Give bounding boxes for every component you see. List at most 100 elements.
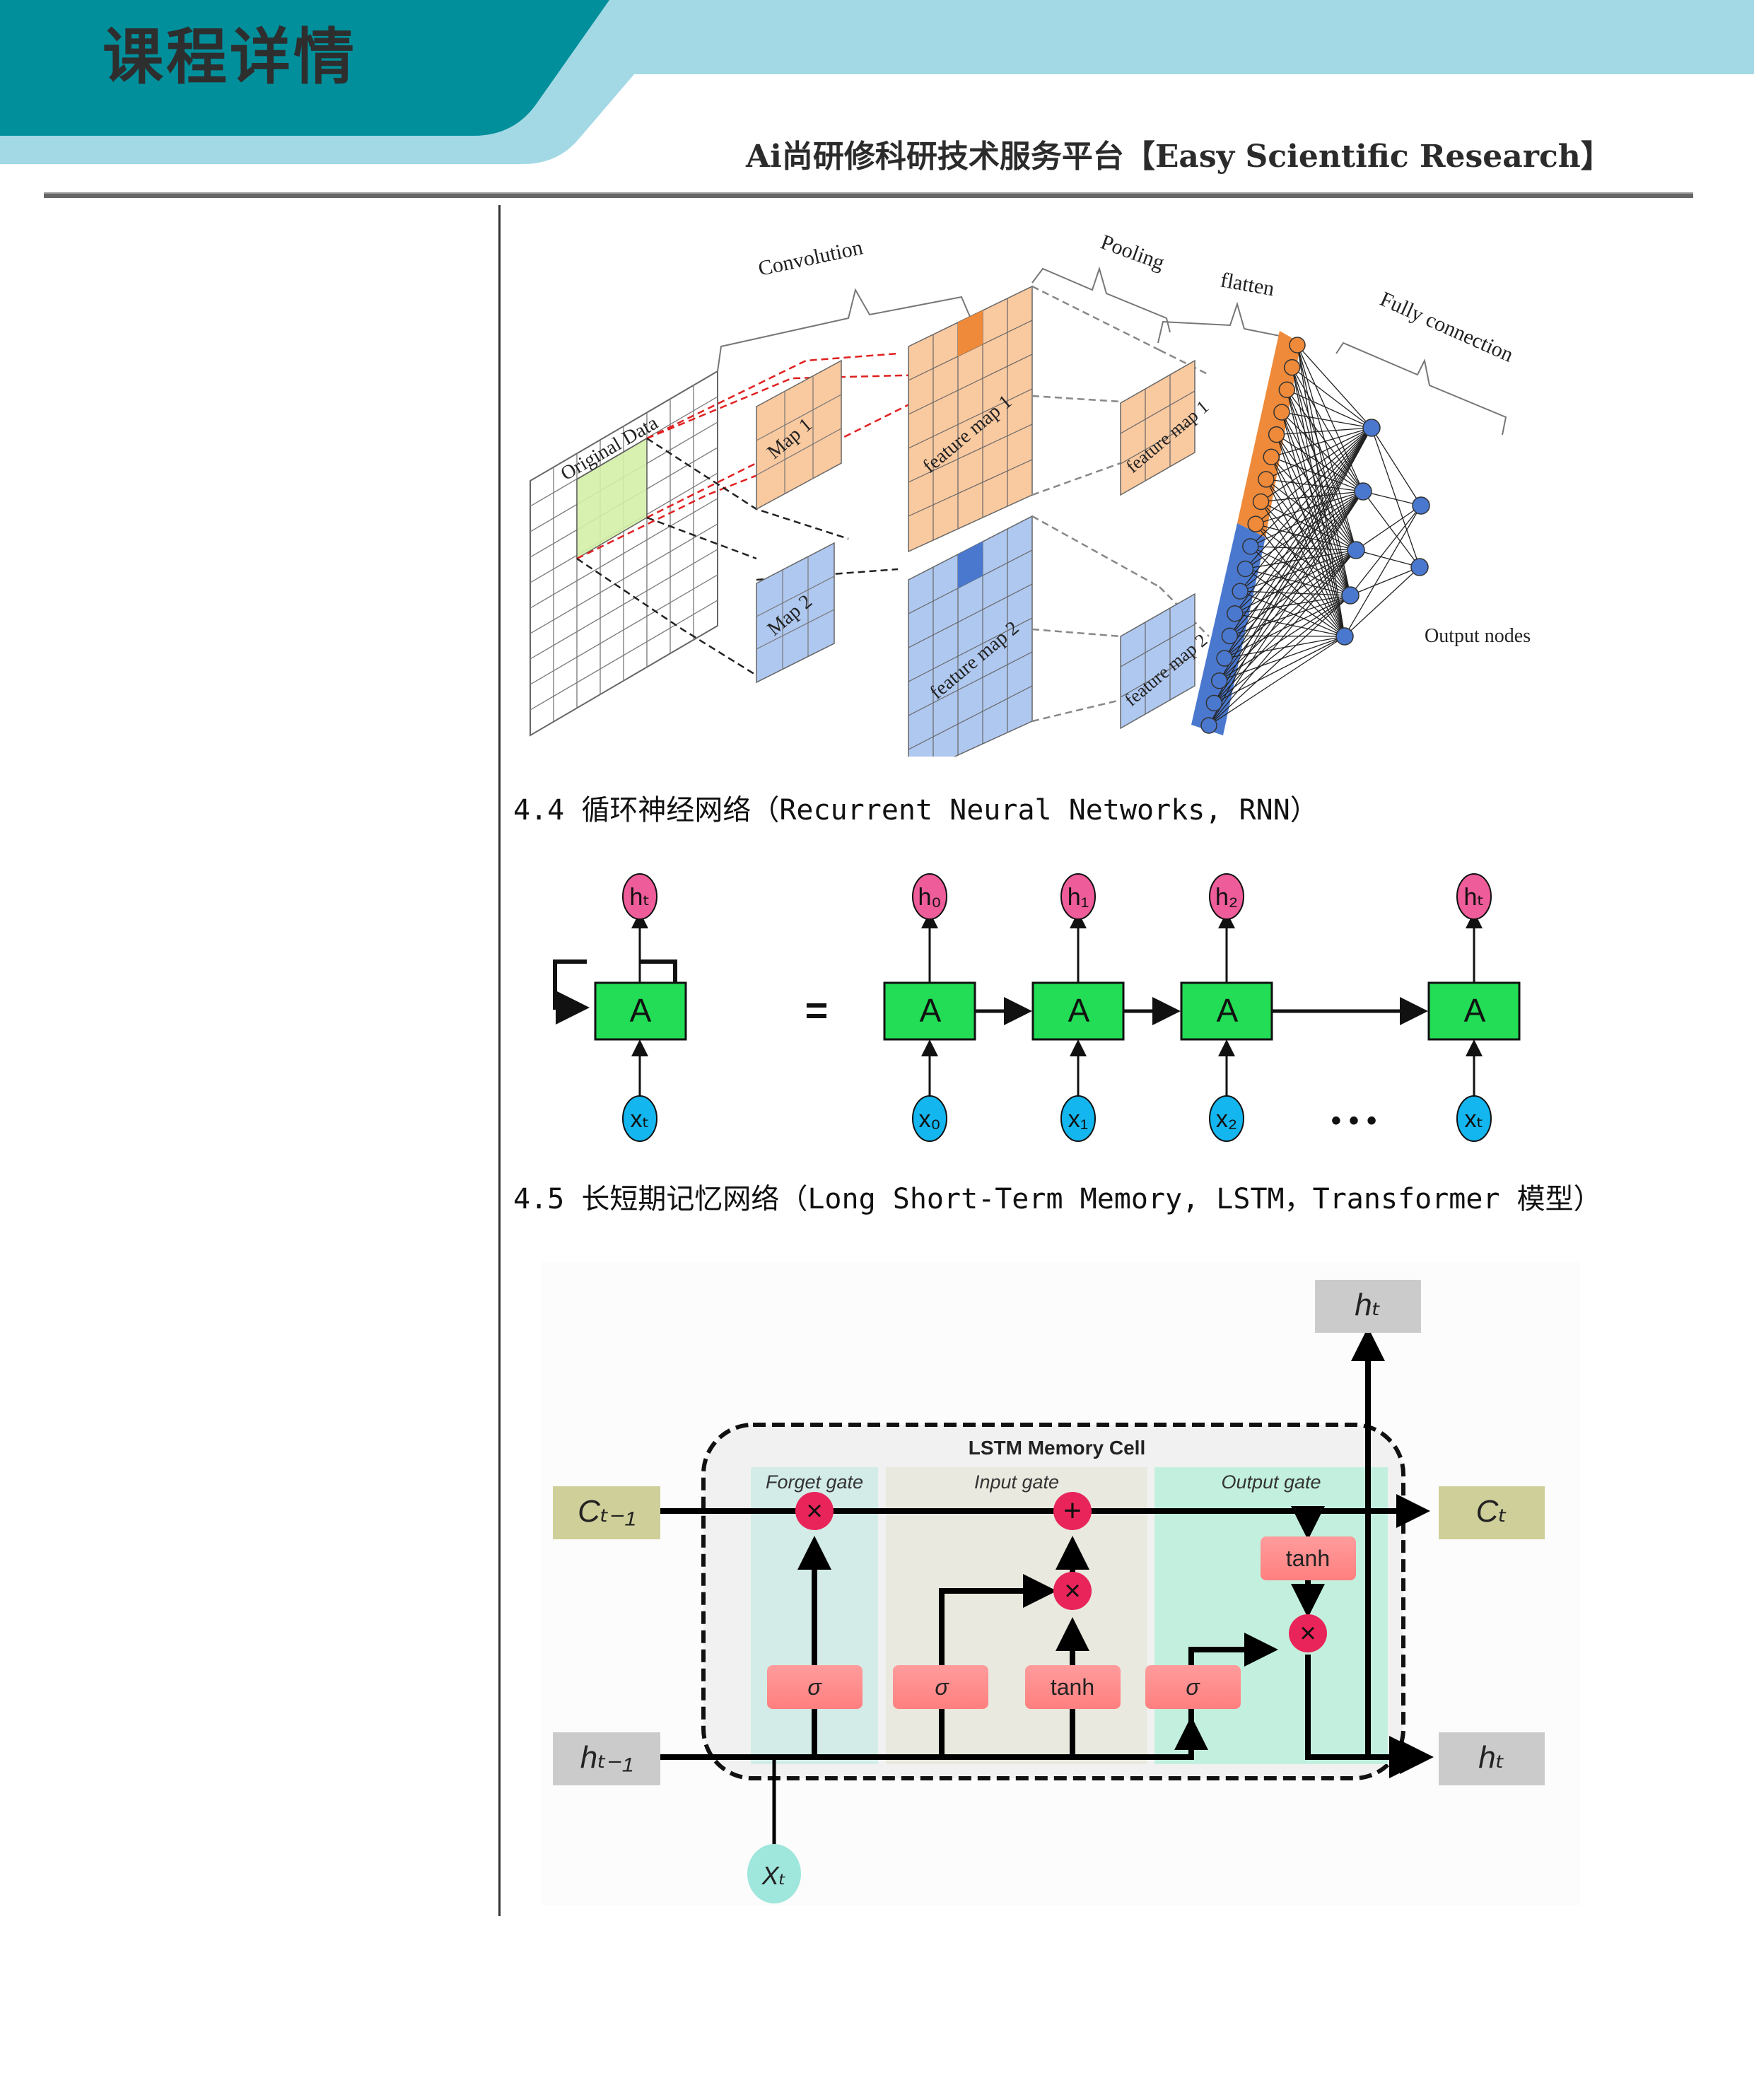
fully-connected-nodes — [1200, 337, 1430, 734]
fc-edge — [1239, 590, 1345, 637]
fc-edge — [1355, 505, 1422, 551]
fc-edge — [1292, 367, 1372, 428]
section-heading-rnn: 4.4 循环神经网络（Recurrent Neural Networks, RN… — [513, 794, 1319, 827]
fc-edge — [1213, 427, 1372, 704]
input-multiply — [1053, 1572, 1092, 1610]
fc-edge — [1281, 412, 1372, 428]
rnn-output-node — [1209, 873, 1244, 920]
fc-edge — [1239, 549, 1357, 592]
flatten-node — [1273, 404, 1290, 421]
rnn-input-label: x₀ — [918, 1106, 940, 1133]
flatten-node — [1258, 471, 1275, 488]
flatten-node — [1205, 694, 1223, 712]
label-fully-connection: Fully connection — [1376, 287, 1516, 367]
header-divider — [44, 192, 1693, 198]
fc-edge — [1271, 427, 1372, 457]
fc-edge — [1224, 549, 1357, 659]
fc-edge — [1344, 566, 1420, 637]
fc-edge — [1208, 636, 1345, 726]
fc-edge — [1219, 549, 1357, 682]
platform-subtitle: Ai尚研修科研技术服务平台【Easy Scientific Research】 — [746, 139, 1612, 175]
output-node — [1412, 496, 1430, 515]
activation-blocks: σ σ tanh σ tanh — [767, 1536, 1356, 1709]
map1: Map 1 — [756, 359, 842, 511]
original-data-grid: Original Data — [530, 370, 718, 737]
fc-edge — [1255, 491, 1364, 525]
svg-text:A: A — [630, 992, 652, 1029]
input-gate-label: Input gate — [974, 1471, 1059, 1493]
flatten-node — [1247, 515, 1264, 532]
forget-sigmoid — [767, 1665, 863, 1709]
fc-edge — [1297, 344, 1351, 596]
fc-edge — [1350, 505, 1422, 596]
rnn-output-label: h₂ — [1215, 884, 1238, 911]
bracket-fully-connection — [1335, 342, 1507, 436]
fc-edge — [1292, 367, 1364, 492]
label-convolution: Convolution — [756, 235, 865, 280]
fc-edge — [1265, 479, 1357, 551]
rnn-input-node — [622, 1095, 657, 1142]
fc-edge — [1224, 427, 1372, 659]
rnn-cell-label: A — [1464, 992, 1486, 1029]
lstm-diagram: LSTM Memory Cell Forget gate Input gate … — [541, 1262, 1580, 1906]
fc-edge — [1271, 456, 1364, 492]
fully-connected-edges — [1208, 344, 1422, 726]
hidden-node — [1362, 419, 1381, 437]
fc-edge — [1362, 491, 1422, 506]
fc-edge — [1250, 491, 1364, 547]
fc-edge — [1229, 491, 1364, 636]
svg-text:xₜ: xₜ — [630, 1106, 649, 1133]
fc-edge — [1297, 344, 1372, 428]
flatten-node — [1252, 493, 1270, 511]
bracket-flatten — [1157, 301, 1280, 344]
lstm-io: Cₜ₋₁ hₜ₋₁ Cₜ hₜ hₜ Xₜ — [553, 1280, 1545, 1903]
input-sigmoid — [893, 1665, 988, 1709]
fc-edge — [1239, 491, 1364, 592]
rnn-cell — [594, 981, 687, 1041]
flatten-node — [1283, 358, 1301, 376]
fc-edge — [1213, 549, 1357, 704]
fc-edge — [1208, 595, 1351, 726]
fc-edge — [1261, 491, 1364, 503]
rnn-output-label: hₜ — [1464, 884, 1485, 911]
fc-edge — [1265, 479, 1364, 492]
rnn-output-node — [1060, 873, 1096, 920]
lstm-connections — [654, 1327, 1434, 1849]
fc-edge — [1208, 549, 1357, 726]
feature-map-2: feature map 2 — [908, 515, 1033, 757]
fc-edge — [1208, 491, 1364, 726]
fc-edge — [1239, 427, 1372, 592]
rnn-cell — [1180, 981, 1273, 1041]
flatten-node — [1227, 605, 1244, 622]
bracket-pooling — [1031, 266, 1171, 333]
flatten-node — [1268, 426, 1285, 443]
rnn-cell-label: A — [1068, 992, 1090, 1029]
fc-edge — [1355, 549, 1420, 568]
svg-text:×: × — [1064, 1575, 1080, 1606]
fc-edge — [1234, 595, 1351, 614]
fc-edge — [1281, 412, 1357, 551]
fc-edge — [1250, 427, 1372, 547]
section-heading-lstm: 4.5 长短期记忆网络（Long Short-Term Memory, LSTM… — [513, 1183, 1602, 1215]
fc-edge — [1275, 434, 1351, 596]
rnn-cell — [1031, 981, 1125, 1041]
label-pooling: Pooling — [1098, 231, 1168, 275]
fc-edge — [1276, 427, 1372, 436]
flatten-node — [1242, 538, 1259, 555]
map2: Map 2 — [756, 542, 835, 684]
svg-text:Xₜ: Xₜ — [761, 1861, 787, 1890]
fc-edge — [1208, 427, 1372, 726]
fc-edge — [1229, 549, 1357, 636]
rnn-input-node — [1060, 1095, 1096, 1142]
fc-edge — [1213, 595, 1351, 704]
feature-map-1: feature map 1 — [908, 285, 1033, 553]
pointwise-ops: × + × × — [795, 1492, 1327, 1652]
flatten-node — [1236, 560, 1254, 578]
rnn-cell-label: A — [1217, 992, 1239, 1029]
fc-edge — [1276, 434, 1357, 551]
fc-edge — [1286, 390, 1345, 637]
fc-edge — [1292, 367, 1351, 596]
svg-text:Cₜ₋₁: Cₜ₋₁ — [578, 1494, 636, 1529]
